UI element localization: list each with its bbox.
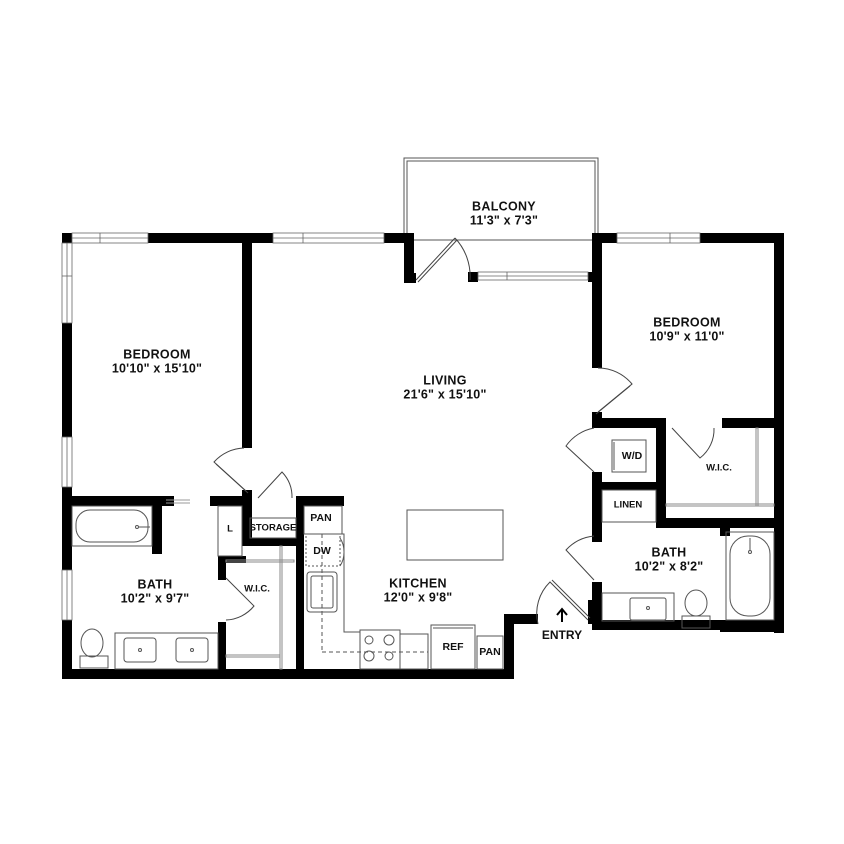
room-dimensions: 10'10" x 15'10" xyxy=(111,362,203,376)
room-dimensions: 11'3" x 7'3" xyxy=(469,214,539,228)
label-wic-left: W.I.C. xyxy=(244,583,270,595)
bathtub-right xyxy=(725,531,775,621)
room-dimensions: 21'6" x 15'10" xyxy=(403,388,487,402)
label-storage: STORAGE xyxy=(249,522,297,534)
room-dimensions: 12'0" x 9'8" xyxy=(383,591,453,605)
room-name: KITCHEN xyxy=(389,576,447,591)
room-label-kitchen: KITCHEN 12'0" x 9'8" xyxy=(384,577,453,606)
label-wd: W/D xyxy=(621,450,643,462)
room-label-balcony: BALCONY 11'3" x 7'3" xyxy=(470,200,538,229)
doors xyxy=(166,237,715,625)
refrigerator xyxy=(430,624,476,670)
room-name: BALCONY xyxy=(472,199,536,214)
room-label-bath-1: BATH 10'2" x 9'7" xyxy=(121,578,190,607)
fixtures xyxy=(71,427,775,670)
walls xyxy=(62,233,784,679)
room-name: BATH xyxy=(137,577,173,592)
room-label-living: LIVING 21'6" x 15'10" xyxy=(403,374,486,403)
toilet-left xyxy=(80,628,104,658)
vanity-left xyxy=(114,632,219,670)
room-dimensions: 10'9" x 11'0" xyxy=(649,330,725,344)
balcony-outline xyxy=(403,157,599,241)
range xyxy=(359,629,401,670)
room-name: BEDROOM xyxy=(123,347,191,362)
label-linen: LINEN xyxy=(613,499,643,511)
room-name: LIVING xyxy=(423,373,467,388)
toilet-right xyxy=(684,589,708,617)
washer-dryer xyxy=(611,439,647,473)
label-entry: ENTRY xyxy=(541,628,583,642)
room-dimensions: 10'2" x 9'7" xyxy=(120,592,190,606)
vanity-right xyxy=(601,592,675,622)
label-pantry-top: PAN xyxy=(310,512,332,524)
room-label-bedroom-2: BEDROOM 10'9" x 11'0" xyxy=(649,316,724,345)
bathtub-left xyxy=(71,505,153,547)
windows xyxy=(61,232,701,621)
kitchen-island xyxy=(406,509,504,561)
label-wic-right: W.I.C. xyxy=(706,462,732,474)
label-refrigerator: REF xyxy=(442,641,464,653)
room-dimensions: 10'2" x 8'2" xyxy=(634,560,704,574)
label-dishwasher: DW xyxy=(313,545,331,557)
label-pantry-bottom: PAN xyxy=(479,646,501,658)
room-label-bedroom-1: BEDROOM 10'10" x 15'10" xyxy=(112,348,202,377)
room-name: BATH xyxy=(651,545,687,560)
room-label-bath-2: BATH 10'2" x 8'2" xyxy=(635,546,704,575)
label-linen-closet: L xyxy=(227,523,233,535)
entry-arrow-icon xyxy=(556,607,568,622)
room-name: BEDROOM xyxy=(653,315,721,330)
